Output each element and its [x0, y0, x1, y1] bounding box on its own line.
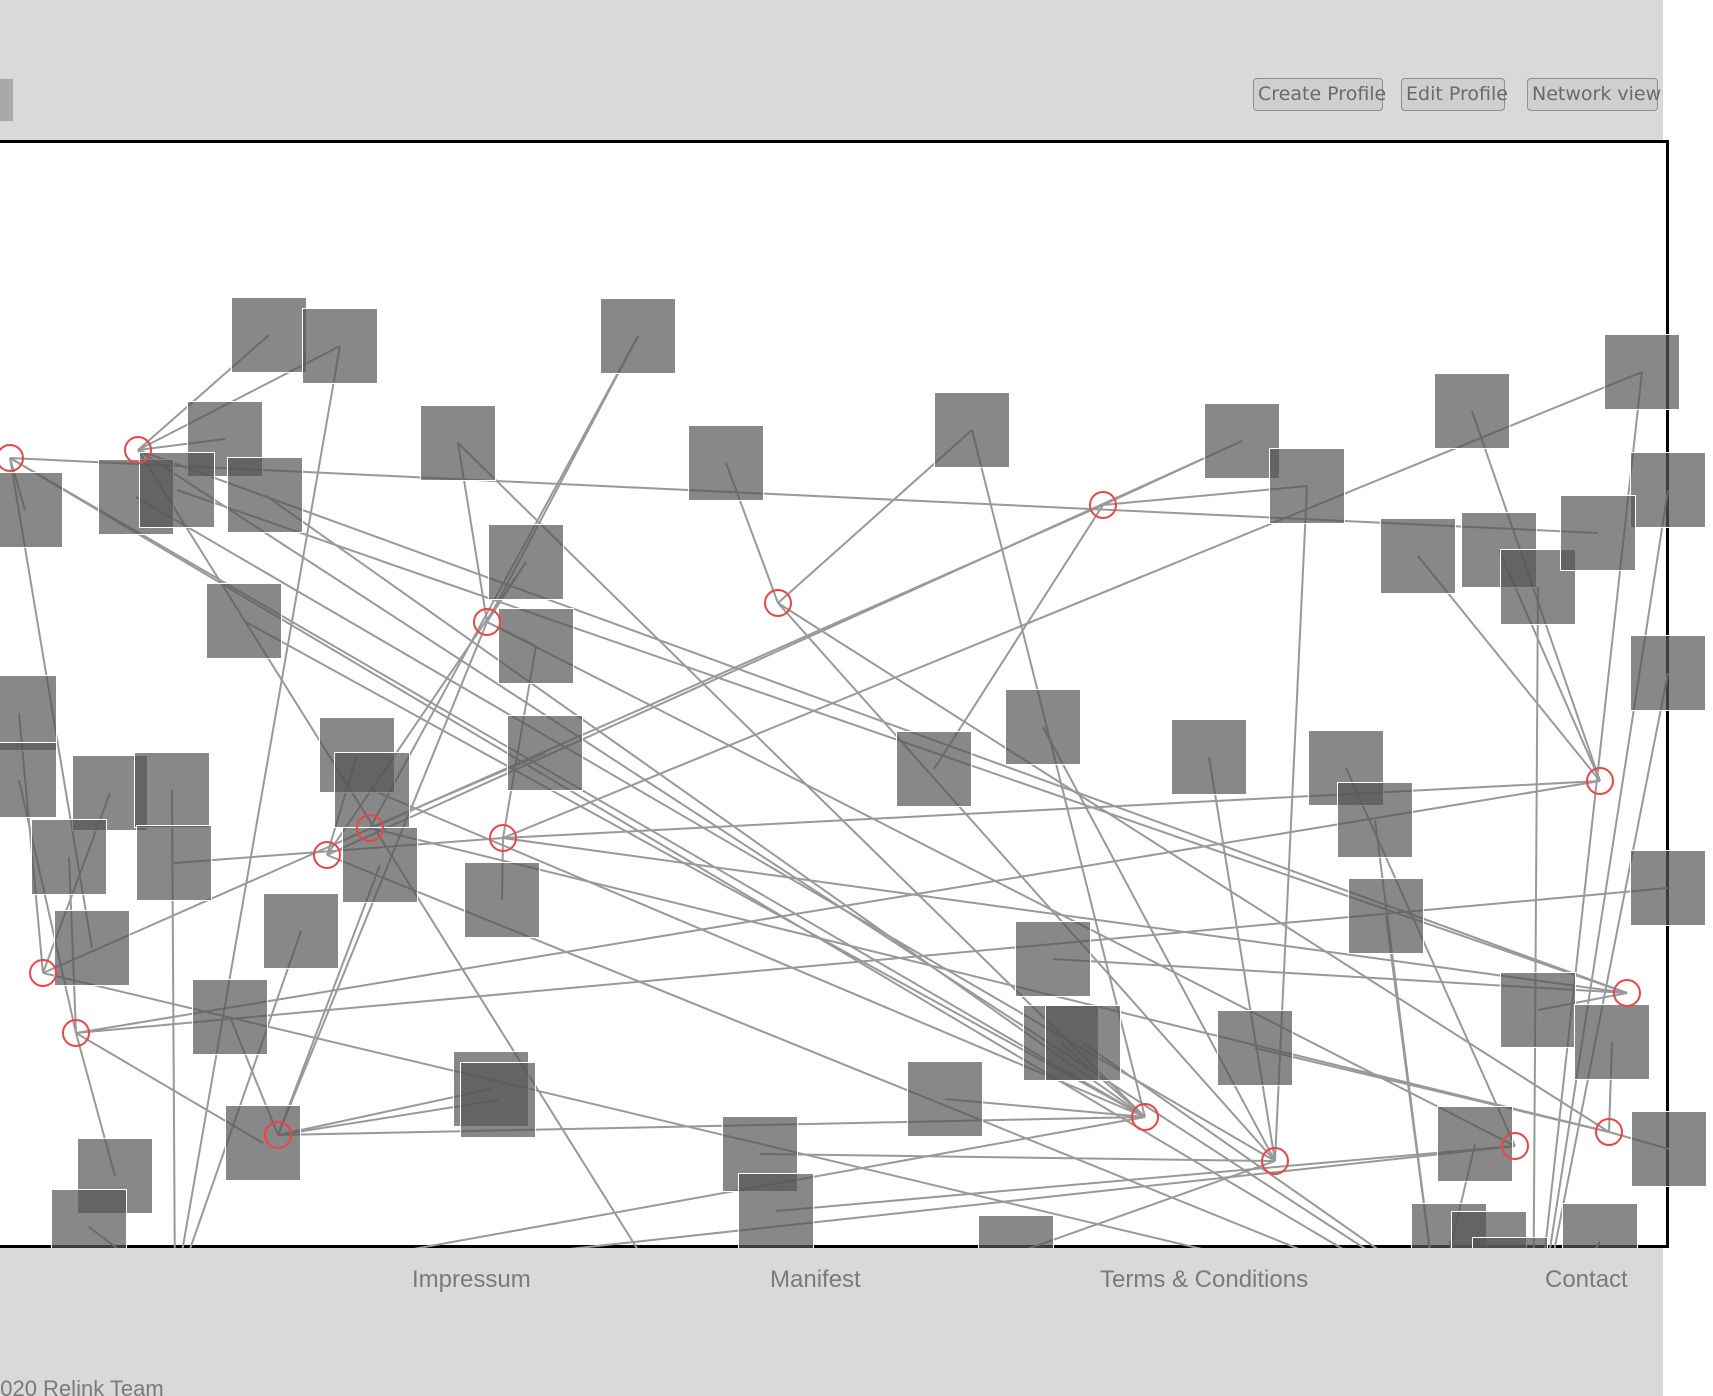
graph-edge [503, 781, 1600, 838]
edit-profile-button[interactable]: Edit Profile [1401, 78, 1505, 111]
menu-handle[interactable] [0, 79, 13, 121]
create-profile-button[interactable]: Create Profile [1253, 78, 1383, 111]
profile-node[interactable] [1172, 720, 1247, 795]
network-graph-canvas[interactable] [0, 140, 1669, 1248]
profile-node[interactable] [1338, 783, 1413, 858]
impressum-link[interactable]: Impressum [412, 1266, 531, 1294]
profile-node[interactable] [1501, 973, 1576, 1048]
profile-node[interactable] [0, 676, 57, 751]
profile-node[interactable] [32, 820, 107, 895]
profile-node[interactable] [908, 1062, 983, 1137]
profile-node[interactable] [421, 406, 496, 481]
network-graph[interactable] [0, 140, 1713, 1250]
profile-node[interactable] [207, 584, 282, 659]
graph-edge [1016, 1161, 1275, 1253]
profile-node[interactable] [897, 732, 972, 807]
profile-node[interactable] [739, 1174, 814, 1249]
profile-node[interactable] [1006, 690, 1081, 765]
profile-node[interactable] [489, 525, 564, 600]
profile-node[interactable] [1218, 1011, 1293, 1086]
profile-node[interactable] [935, 393, 1010, 468]
terms-link[interactable]: Terms & Conditions [1100, 1266, 1308, 1294]
profile-node[interactable] [228, 458, 303, 533]
profile-node[interactable] [1046, 1006, 1121, 1081]
profile-node[interactable] [601, 299, 676, 374]
profile-node[interactable] [55, 911, 130, 986]
profile-node[interactable] [1270, 449, 1345, 524]
graph-edge [327, 441, 1242, 855]
profile-node[interactable] [1205, 404, 1280, 479]
profile-node[interactable] [1631, 851, 1706, 926]
profile-node[interactable] [1381, 519, 1456, 594]
profile-node[interactable] [303, 309, 378, 384]
profile-node[interactable] [343, 828, 418, 903]
profile-node[interactable] [1435, 374, 1510, 449]
profile-node[interactable] [193, 980, 268, 1055]
profile-node[interactable] [1349, 879, 1424, 954]
footer: Impressum Manifest Terms & Conditions Co… [0, 1248, 1663, 1396]
copyright-text: 2020 Relink Team [0, 1376, 164, 1396]
contact-link[interactable]: Contact [1545, 1266, 1628, 1294]
profile-node[interactable] [499, 609, 574, 684]
profile-node[interactable] [1561, 496, 1636, 571]
profile-node[interactable] [335, 753, 410, 828]
profile-node[interactable] [264, 894, 339, 969]
manifest-link[interactable]: Manifest [770, 1266, 861, 1294]
profile-node[interactable] [0, 743, 57, 818]
profile-node[interactable] [1016, 922, 1091, 997]
profile-node[interactable] [137, 826, 212, 901]
profile-node[interactable] [689, 426, 764, 501]
network-view-button[interactable]: Network view [1527, 78, 1658, 111]
graph-edge [778, 603, 1609, 1132]
profile-node[interactable] [232, 298, 307, 373]
profile-node[interactable] [1631, 453, 1706, 528]
profile-node[interactable] [1605, 335, 1680, 410]
profile-node[interactable] [508, 716, 583, 791]
profile-node[interactable] [1631, 636, 1706, 711]
profile-node[interactable] [1575, 1005, 1650, 1080]
profile-node[interactable] [135, 753, 210, 828]
profile-node[interactable] [461, 1063, 536, 1138]
graph-edge [760, 1154, 1275, 1161]
profile-node[interactable] [1632, 1112, 1707, 1187]
profile-node[interactable] [465, 863, 540, 938]
graph-edge [138, 450, 1533, 1358]
profile-node[interactable] [140, 453, 215, 528]
header: Create Profile Edit Profile Network view [0, 0, 1663, 140]
profile-node[interactable] [0, 473, 63, 548]
